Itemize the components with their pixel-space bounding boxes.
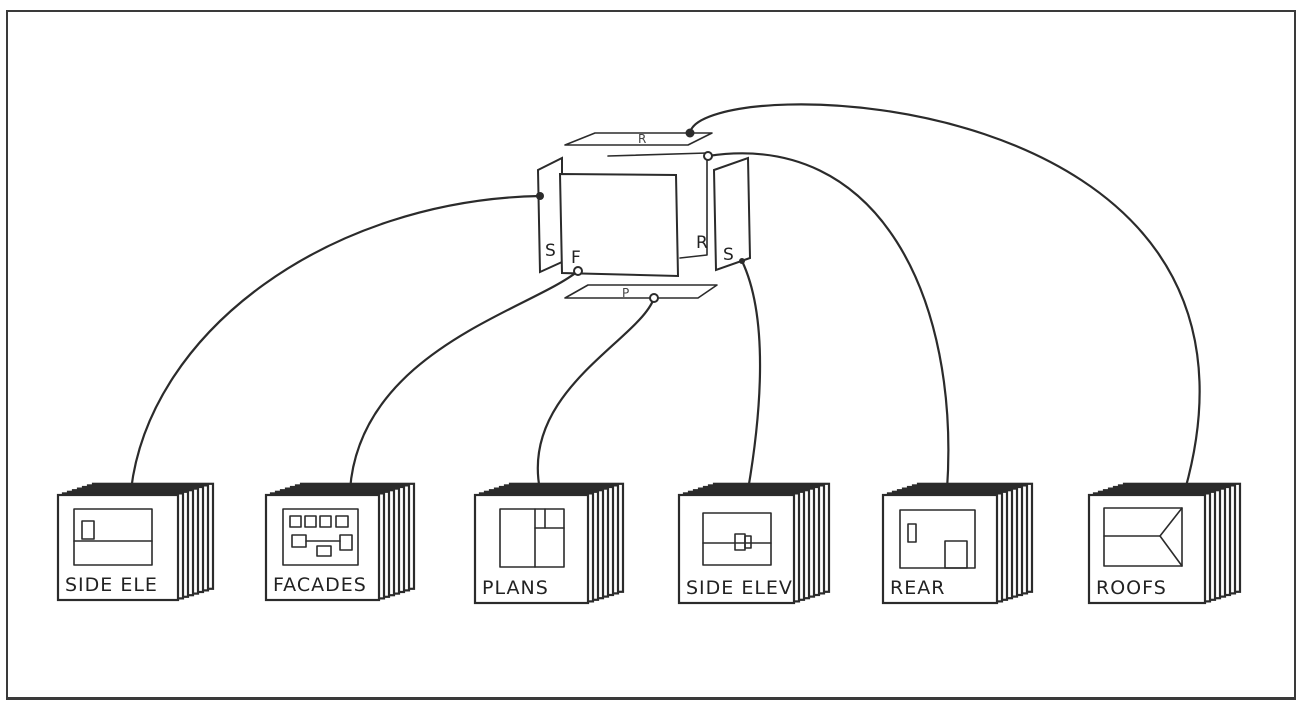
stack-label: FACADES bbox=[273, 574, 367, 596]
plan-panel bbox=[564, 284, 718, 299]
exploded-model: R R S F S P bbox=[536, 132, 752, 300]
connectors bbox=[129, 103, 1201, 492]
stack-front-sheet bbox=[56, 493, 180, 602]
anchor-rear bbox=[703, 151, 713, 161]
figure-frame bbox=[6, 10, 1296, 700]
thumbnail-side-elev bbox=[702, 512, 772, 566]
stack-label: SIDE ELE bbox=[65, 574, 158, 596]
stack-plans: PLANS bbox=[473, 482, 625, 605]
front-panel bbox=[558, 172, 680, 278]
front-face-label: F bbox=[571, 248, 581, 268]
left-side-face-label: S bbox=[545, 241, 556, 261]
thumbnail-plans bbox=[499, 508, 565, 568]
right-side-face-label: S bbox=[723, 245, 734, 265]
stack-rear: REAR bbox=[881, 482, 1034, 605]
rear-panel bbox=[607, 152, 708, 259]
stack-side-ele: SIDE ELE bbox=[56, 482, 215, 602]
connector-side-elev bbox=[740, 259, 762, 492]
stack-facades: FACADES bbox=[264, 482, 416, 602]
right-side-panel bbox=[712, 156, 752, 272]
stack-label: PLANS bbox=[482, 577, 549, 599]
rear-face-label: R bbox=[696, 233, 708, 253]
stack-side-elev: SIDE ELEV bbox=[677, 482, 831, 605]
connector-roofs bbox=[688, 103, 1201, 492]
anchor-right-side bbox=[739, 258, 745, 264]
thumbnail-facades bbox=[282, 508, 359, 566]
roof-face-label: R bbox=[638, 132, 646, 146]
stack-front-sheet bbox=[473, 493, 590, 605]
connector-facades bbox=[348, 269, 580, 492]
anchor-front bbox=[573, 266, 583, 276]
connector-side-ele bbox=[129, 194, 542, 492]
anchor-roof bbox=[685, 128, 695, 138]
plan-face-label: P bbox=[622, 286, 629, 300]
thumbnail-side-ele bbox=[73, 508, 153, 566]
stack-label: ROOFS bbox=[1096, 577, 1167, 599]
connector-plans bbox=[536, 296, 656, 492]
drawing-stacks: SIDE ELE FACADES PLANS SIDE ELEV REAR ROOFS bbox=[56, 482, 1242, 605]
anchor-plan bbox=[649, 293, 659, 303]
stack-label: SIDE ELEV bbox=[686, 577, 793, 599]
thumbnail-roofs bbox=[1103, 507, 1183, 567]
anchor-left-side bbox=[536, 192, 544, 200]
stack-roofs: ROOFS bbox=[1087, 482, 1242, 605]
connector-rear bbox=[706, 152, 950, 492]
stack-front-sheet bbox=[1087, 493, 1207, 605]
stack-front-sheet bbox=[264, 493, 381, 602]
thumbnail-rear bbox=[899, 509, 976, 569]
stack-label: REAR bbox=[890, 577, 945, 599]
stack-front-sheet bbox=[881, 493, 999, 605]
roof-panel bbox=[564, 132, 713, 146]
